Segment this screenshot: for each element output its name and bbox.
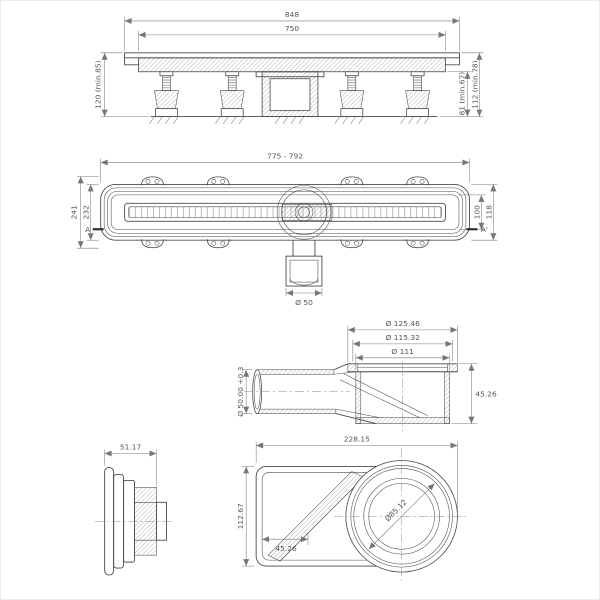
dim-trap-width-label: 112.67 xyxy=(236,503,245,529)
dim-install-height-label: 120 (min.85) xyxy=(94,60,103,109)
section-label-right: A' xyxy=(481,225,488,234)
outlet-spigot xyxy=(285,240,323,287)
channel-profile xyxy=(124,52,460,73)
dim-inlet-offset-label: 45.26 xyxy=(275,544,297,553)
trap-body-section xyxy=(252,363,458,425)
section-label-left: A xyxy=(85,225,91,234)
outlet-box xyxy=(255,71,325,118)
dim-clearance-outer-label: 112 (min.78) xyxy=(470,60,479,109)
trap-plan-view: 228.15 112.67 45.26 Ø85.12 xyxy=(236,435,470,585)
dim-clearance-inner-label: 81 (min.67) xyxy=(457,72,466,116)
dim-flange-mid-label: Ø 115.32 xyxy=(385,333,419,342)
dim-trap-length-label: 228.15 xyxy=(344,435,370,444)
dim-length-range-label: 775 - 792 xyxy=(267,151,303,160)
dim-flange-od-label: Ø 125.46 xyxy=(385,319,420,328)
flange-side-view: 51.17 xyxy=(94,443,175,576)
dim-channel-width-label: 100 xyxy=(472,205,481,220)
dim-overall-width-label: 848 xyxy=(285,10,300,19)
dim-flange-width-label: 232 xyxy=(82,205,91,219)
dim-body-width-plan-label: 118 xyxy=(484,205,493,220)
front-elevation-view: 848 750 120 (min.85 xyxy=(94,10,484,124)
dim-overall-width-plan-label: 241 xyxy=(70,205,79,220)
dim-body-width-label: 750 xyxy=(285,24,300,33)
dim-flange-id-label: Ø 111 xyxy=(391,347,414,356)
dim-trap-height-label: 45.26 xyxy=(475,390,497,399)
dim-outlet-od-label: Ø 50.00 +0.3 xyxy=(236,366,245,416)
plan-view: 775 - 792 241 xyxy=(70,151,498,307)
dim-flange-depth-label: 51.17 xyxy=(120,443,142,452)
trap-section-view: Ø 125.46 Ø 115.32 Ø 111 xyxy=(236,319,497,432)
channel-body-plan xyxy=(100,183,470,241)
outlet-grate-zone xyxy=(281,204,333,221)
dim-outlet-dia-label: Ø 50 xyxy=(295,298,313,307)
